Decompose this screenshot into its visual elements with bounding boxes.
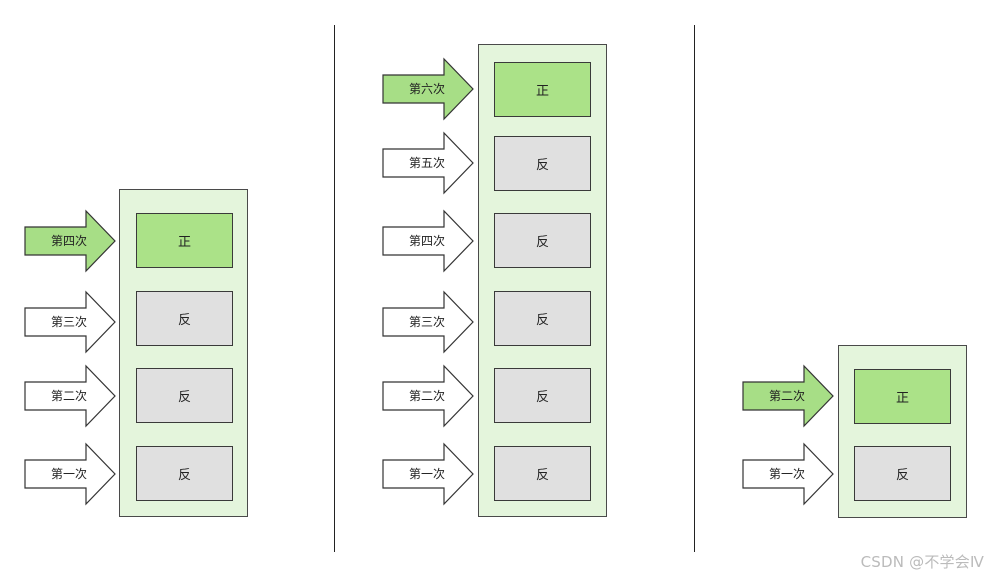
arrow-label: 第二次: [50, 389, 87, 403]
card-face: 正: [895, 391, 909, 406]
panel-2-arrow-1: 第六次: [382, 57, 474, 121]
arrow-label: 第四次: [50, 234, 87, 248]
panel-2-card-2: 反: [494, 136, 591, 191]
arrow-shape: [24, 364, 116, 428]
panel-2-card-5: 反: [494, 368, 591, 423]
card-face: 反: [535, 468, 549, 483]
panel-3-arrow-2: 第一次: [742, 442, 834, 506]
arrow-shape: [382, 442, 474, 506]
panel-1-arrow-2: 第三次: [24, 290, 116, 354]
panel-2-card-3: 反: [494, 213, 591, 268]
arrow-shape: [24, 442, 116, 506]
panel-1-card-4: 反: [136, 446, 233, 501]
card-face: 反: [535, 235, 549, 250]
arrow-label: 第二次: [768, 389, 805, 403]
arrow-label: 第四次: [408, 234, 445, 248]
card-face: 反: [177, 468, 191, 483]
panel-2-stack: [478, 44, 607, 517]
arrow-label: 第三次: [408, 315, 445, 329]
arrow-shape: [382, 131, 474, 195]
panel-1-arrow-4: 第一次: [24, 442, 116, 506]
arrow-shape: [24, 290, 116, 354]
panel-divider-2: [694, 25, 695, 552]
panel-1-card-1: 正: [136, 213, 233, 268]
panel-2-arrow-5: 第二次: [382, 364, 474, 428]
panel-2-card-4: 反: [494, 291, 591, 346]
panel-2-arrow-4: 第三次: [382, 290, 474, 354]
panel-2-card-1: 正: [494, 62, 591, 117]
arrow-label: 第一次: [768, 467, 805, 481]
panel-2-card-6: 反: [494, 446, 591, 501]
arrow-shape: [382, 364, 474, 428]
arrow-shape: [742, 364, 834, 428]
arrow-shape: [382, 57, 474, 121]
arrow-label: 第一次: [408, 467, 445, 481]
panel-divider-1: [334, 25, 335, 552]
panel-1-card-3: 反: [136, 368, 233, 423]
panel-1-arrow-3: 第二次: [24, 364, 116, 428]
arrow-shape: [742, 442, 834, 506]
card-face: 正: [177, 235, 191, 250]
card-face: 反: [895, 468, 909, 483]
arrow-label: 第六次: [408, 82, 445, 96]
card-face: 反: [177, 313, 191, 328]
arrow-label: 第三次: [50, 315, 87, 329]
panel-1-card-2: 反: [136, 291, 233, 346]
arrow-label: 第二次: [408, 389, 445, 403]
card-face: 反: [535, 158, 549, 173]
arrow-shape: [382, 290, 474, 354]
card-face: 反: [535, 313, 549, 328]
arrow-shape: [382, 209, 474, 273]
card-face: 反: [177, 390, 191, 405]
arrow-shape: [24, 209, 116, 273]
panel-2-arrow-2: 第五次: [382, 131, 474, 195]
panel-3-card-1: 正: [854, 369, 951, 424]
arrow-label: 第一次: [50, 467, 87, 481]
panel-2-arrow-3: 第四次: [382, 209, 474, 273]
panel-1-arrow-1: 第四次: [24, 209, 116, 273]
card-face: 正: [535, 84, 549, 99]
watermark: CSDN @不学会Ⅳ: [860, 553, 984, 571]
panel-3-card-2: 反: [854, 446, 951, 501]
panel-2-arrow-6: 第一次: [382, 442, 474, 506]
arrow-label: 第五次: [408, 156, 445, 170]
panel-3-arrow-1: 第二次: [742, 364, 834, 428]
card-face: 反: [535, 390, 549, 405]
